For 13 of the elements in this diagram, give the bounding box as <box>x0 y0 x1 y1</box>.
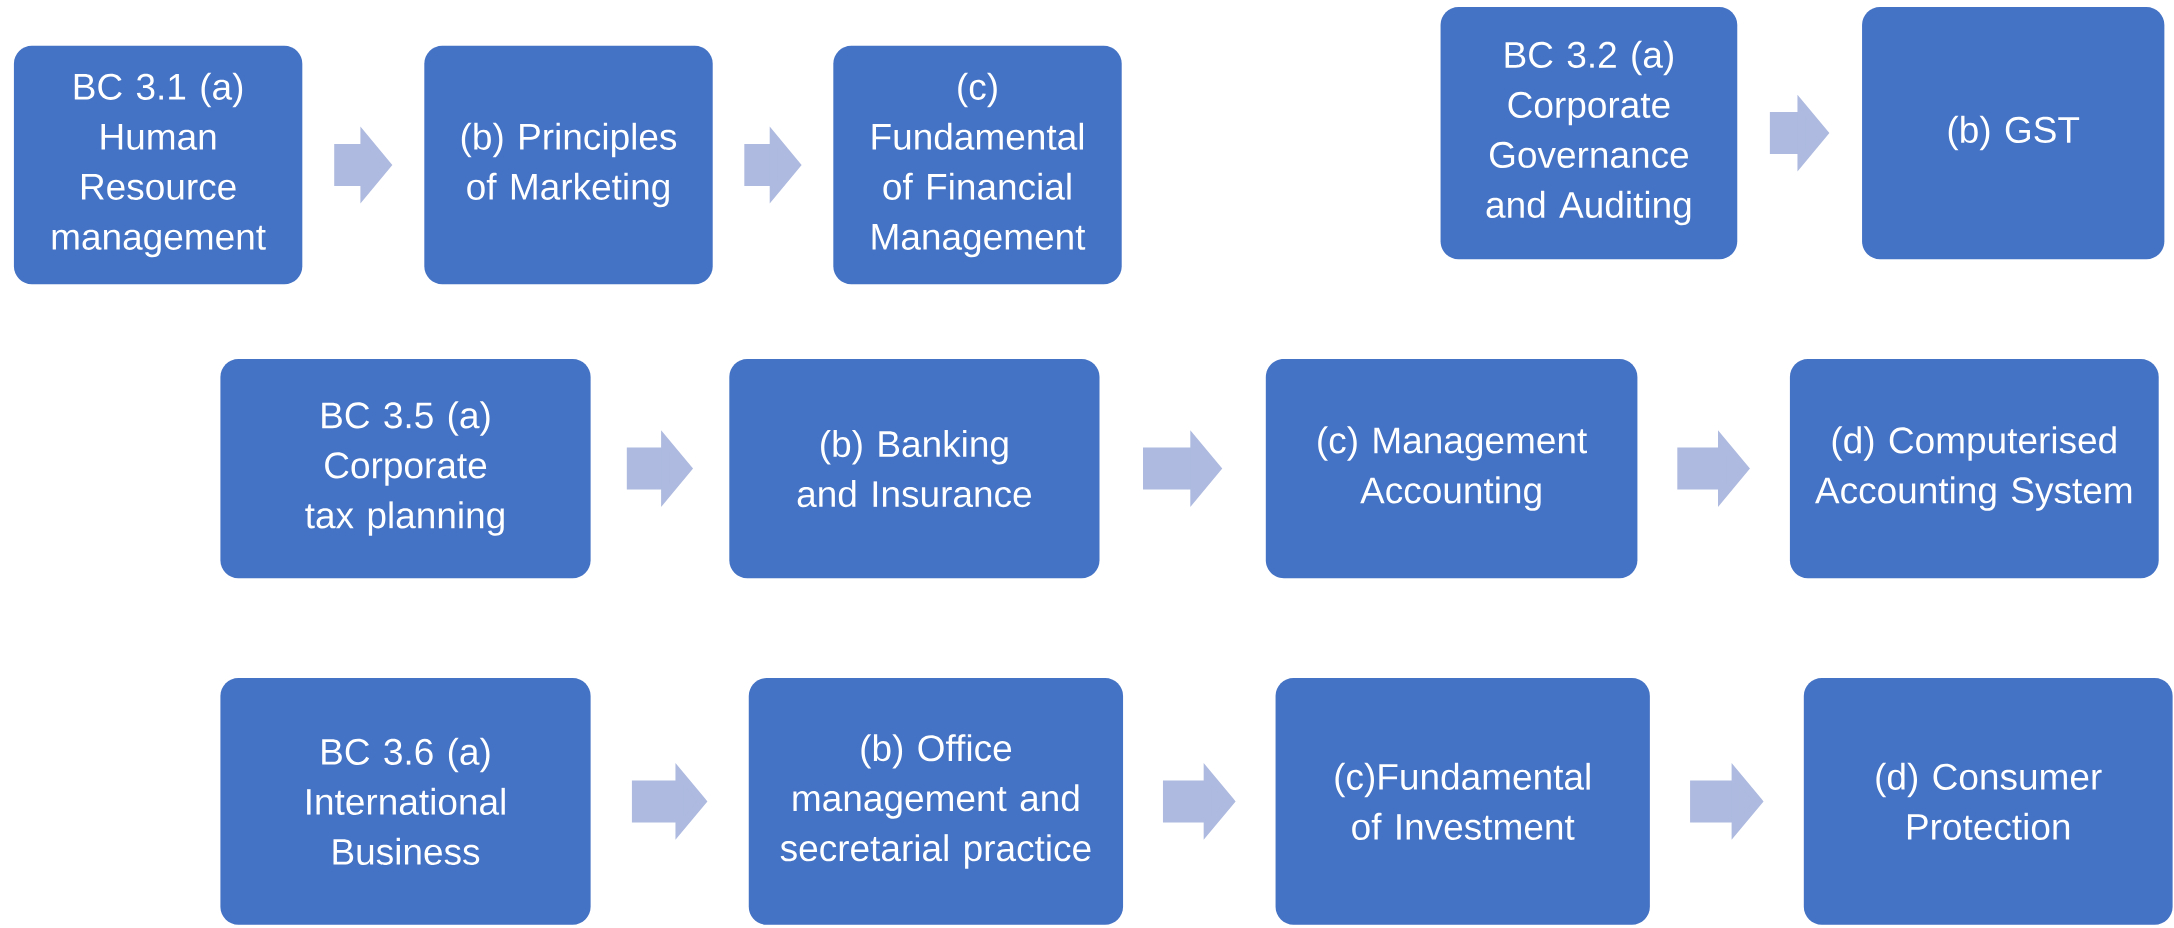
process-box: (b) GST <box>1862 6 2165 260</box>
process-box: (c) Management Accounting <box>1265 359 1638 579</box>
process-box: BC 3.5 (a) Corporate tax planning <box>220 359 591 579</box>
process-box: (c) Fundamental of Financial Management <box>833 45 1122 285</box>
process-box: BC 3.2 (a) Corporate Governance and Auditing <box>1440 6 1738 260</box>
process-box: (b) Principles of Marketing <box>424 45 713 285</box>
process-box: (b) Banking and Insurance <box>729 359 1100 579</box>
process-box: (d) Consumer Protection <box>1803 678 2173 925</box>
process-box: BC 3.1 (a) Human Resource management <box>13 45 303 285</box>
process-box: BC 3.6 (a) International Business <box>220 678 591 925</box>
process-box: (d) Computerised Accounting System <box>1789 359 2159 579</box>
process-box: (b) Office management and secretarial practice <box>748 678 1124 925</box>
process-box: (c)Fundamental of Investment <box>1275 678 1650 925</box>
